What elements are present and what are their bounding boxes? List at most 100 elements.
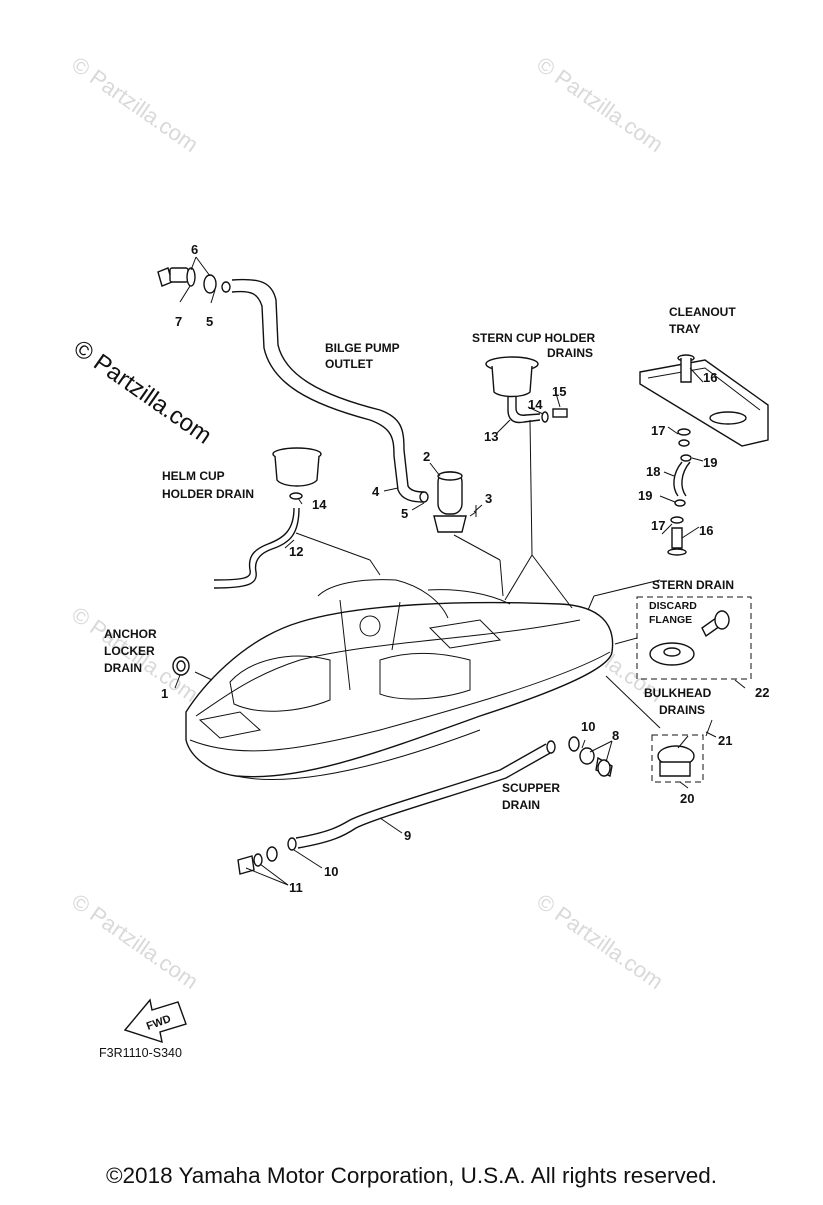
callout-labels: BILGE PUMP OUTLET STERN CUP HOLDER DRAIN… [99,305,736,1060]
callout-16a: 16 [703,370,717,385]
watermark: © Partzilla.com [532,889,668,995]
nut-11-bottom [266,846,278,862]
screw-21-b [705,719,713,737]
clamp-14 [541,411,549,423]
watermark: © Partzilla.com [67,52,203,158]
cup-drain-hose-a [507,396,541,424]
scupper-drain-assembly [237,736,613,875]
boat-hull [185,579,614,781]
watermarks: © Partzilla.com © Partzilla.com © Partzi… [67,52,668,995]
bilge-pump-cap [437,471,463,481]
label-scupper-1: SCUPPER [502,781,560,795]
helm-clamp-14 [289,492,303,500]
pillar-mid [391,601,401,651]
label-bilge-pump-1: BILGE PUMP [325,341,400,355]
drain-16-shaft [680,358,692,383]
callout-21: 21 [718,733,732,748]
label-bulkhead-1: BULKHEAD [644,686,712,700]
outlet-nut [203,274,217,294]
label-stern-drain: STERN DRAIN [652,578,734,592]
callout-16b: 16 [699,523,713,538]
callout-11: 11 [289,880,303,895]
helm-cup-body [274,455,320,487]
fitting-bottom [237,855,255,875]
anchor-drain-plug [172,656,190,676]
hull-outline [185,601,614,778]
tray-edge [647,367,761,411]
leader-lines [174,256,746,886]
clamp-10-bottom [287,837,297,851]
pump-screw [469,511,477,517]
washer-17-low [670,516,684,524]
drain-16-low [671,527,683,549]
tower-top [427,589,511,605]
label-discard-2: FLANGE [649,614,692,626]
callout-17b: 17 [651,518,665,533]
callout-12: 12 [289,544,303,559]
label-stern-cup-2: DRAINS [547,346,593,360]
label-cleanout-2: TRAY [669,322,701,336]
bow-deck-hatch [198,711,262,739]
cup-drain-hose-b [515,396,541,416]
hose-18-b [681,461,691,497]
hose-18-a [673,461,683,497]
bilge-pump [433,471,477,533]
bilge-pump-outlet-assembly [157,267,429,503]
outlet-gasket [186,267,196,287]
callout-3: 3 [485,491,492,506]
helm-cup-holder [213,447,322,589]
stern-cup-holder [485,356,568,424]
callout-6: 6 [191,242,198,257]
screw-21-a [677,735,689,749]
callout-19a: 19 [703,455,717,470]
pillar-left [339,599,351,691]
drain-16-flange [667,548,687,556]
cockpit-seating [379,652,471,700]
bilge-hose-outer-b [231,290,425,503]
clamp-10-top [568,736,580,752]
bulkhead-drain-outline [651,734,704,783]
label-stern-cup-1: STERN CUP HOLDER [472,331,595,345]
fitting-8-flange [597,759,611,777]
bulkhead-base [659,761,691,777]
fwd-arrow: FWD [123,998,187,1044]
callout-19b: 19 [638,488,652,503]
hull-gunwale [195,619,581,717]
cleanout-tray [639,354,769,556]
label-helm-cup-2: HOLDER DRAIN [162,487,254,501]
watermark: © Partzilla.com [67,889,203,995]
plug-1-inner [176,660,186,672]
label-helm-cup-1: HELM CUP [162,469,225,483]
label-anchor-3: DRAIN [104,661,142,675]
callout-10a: 10 [581,719,595,734]
nut-11-top [579,747,595,765]
scupper-hose-end [546,740,556,754]
clamp-19-low [674,499,686,507]
stern-drain-box [636,596,752,680]
callout-1: 1 [161,686,168,701]
washer-11 [253,853,263,867]
hull-keel [235,729,481,781]
steering-wheel [359,615,381,637]
cup-body [491,365,533,398]
discard-flange-hole [663,647,681,657]
clamp-19 [680,454,692,462]
outlet-fitting-body [169,267,189,283]
nut-17 [678,439,690,447]
copyright-footer: ©2018 Yamaha Motor Corporation, U.S.A. A… [105,1163,718,1188]
helm-drain-hose-a [213,507,295,581]
helm-drain-hose-b [213,507,300,589]
stern-drain-plug-cap [714,610,730,630]
fwd-arrow-shape [123,998,187,1044]
tray-body [639,359,769,447]
scupper-hose-b [297,751,553,849]
fitting-15 [552,408,568,418]
hull-chine [189,651,611,752]
callout-9: 9 [404,828,411,843]
tray-opening [709,411,747,425]
watermark-large: © Partzilla.com [69,335,217,450]
callout-15: 15 [552,384,566,399]
callout-14a: 14 [528,397,543,412]
label-cleanout-1: CLEANOUT [669,305,736,319]
callout-14b: 14 [312,497,327,512]
